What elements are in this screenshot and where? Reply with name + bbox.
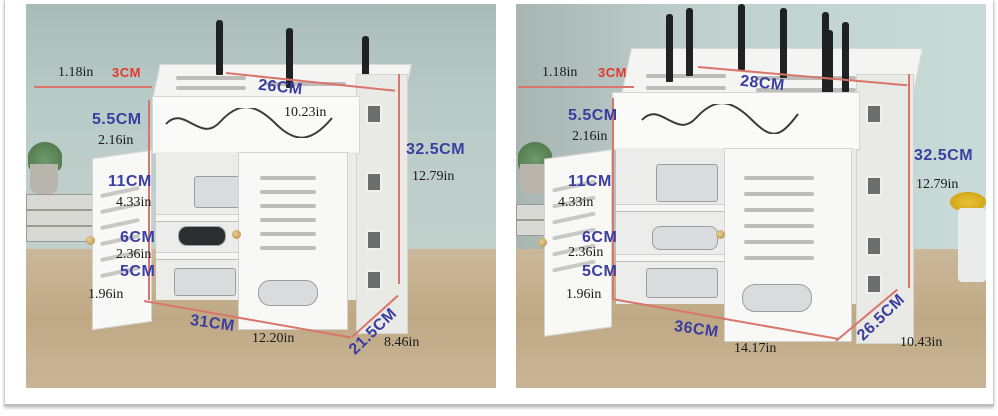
vent-hole bbox=[366, 230, 382, 250]
router-device bbox=[194, 176, 240, 208]
set-top-box bbox=[174, 268, 236, 296]
shelf1-inch-label: 4.33in bbox=[558, 195, 594, 210]
door-knob bbox=[538, 238, 547, 247]
total-height-inch-label: 12.79in bbox=[412, 169, 455, 184]
base-width-inch-label: 14.17in bbox=[734, 341, 777, 356]
dimension-line bbox=[612, 98, 614, 298]
vent-hole bbox=[866, 236, 882, 256]
antenna bbox=[666, 14, 673, 82]
stacked-books bbox=[26, 194, 96, 250]
shelf2-cm-label: 6CM bbox=[120, 229, 156, 246]
antenna bbox=[842, 22, 849, 92]
succulent-plant bbox=[28, 136, 62, 196]
door-cutout bbox=[742, 284, 812, 312]
door-knob bbox=[716, 230, 725, 239]
top-offset-cm-label: 3CM bbox=[598, 65, 627, 80]
total-height-inch-label: 12.79in bbox=[916, 177, 959, 192]
vent-hole bbox=[866, 274, 882, 294]
top-offset-inch-label: 1.18in bbox=[542, 65, 578, 80]
depth-inch-label: 10.43in bbox=[900, 335, 943, 350]
top-offset-inch-label: 1.18in bbox=[58, 65, 94, 80]
vent-hole bbox=[366, 172, 382, 192]
wave-decoration bbox=[165, 108, 333, 138]
drawer-height-inch-label: 2.16in bbox=[98, 133, 134, 148]
shelf2-cm-label: 6CM bbox=[582, 229, 618, 246]
flower-vase bbox=[948, 192, 986, 282]
door-knob bbox=[232, 230, 241, 239]
shelf1-cm-label: 11CM bbox=[568, 173, 612, 190]
power-strip bbox=[656, 164, 718, 202]
cabinet-side-panel bbox=[356, 74, 408, 334]
drawer-height-inch-label: 2.16in bbox=[572, 129, 608, 144]
dimension-line bbox=[518, 86, 634, 88]
base-width-inch-label: 12.20in bbox=[252, 331, 295, 346]
vent-hole bbox=[366, 270, 382, 290]
shelf3-inch-label: 1.96in bbox=[566, 287, 602, 302]
panel-large-cabinet: 1.18in 3CM 28CM 5.5CM 2.16in 11CM 4.33in… bbox=[516, 4, 986, 388]
total-height-cm-label: 32.5CM bbox=[914, 147, 974, 164]
shelf3-cm-label: 5CM bbox=[120, 263, 156, 280]
vent-hole bbox=[866, 176, 882, 196]
stacked-books bbox=[516, 204, 548, 260]
top-width-inch-label: 10.23in bbox=[284, 105, 327, 120]
antenna bbox=[826, 30, 833, 104]
shelf3-inch-label: 1.96in bbox=[88, 287, 124, 302]
shelf2-inch-label: 2.36in bbox=[116, 247, 152, 262]
drawer-height-cm-label: 5.5CM bbox=[568, 107, 618, 124]
router-device bbox=[178, 226, 226, 246]
vent-hole bbox=[366, 104, 382, 124]
dimension-line bbox=[148, 100, 150, 300]
panel-small-cabinet: 1.18in 3CM 26CM 10.23in 5.5CM 2.16in 11C… bbox=[26, 4, 496, 388]
succulent-plant bbox=[518, 136, 552, 196]
antenna bbox=[686, 8, 693, 76]
antenna bbox=[216, 20, 223, 75]
dimension-line bbox=[398, 74, 400, 284]
set-top-box bbox=[646, 268, 718, 298]
total-height-cm-label: 32.5CM bbox=[406, 141, 466, 158]
vent-hole bbox=[866, 104, 882, 124]
drawer-height-cm-label: 5.5CM bbox=[92, 111, 142, 128]
top-offset-cm-label: 3CM bbox=[112, 65, 141, 80]
antenna bbox=[822, 12, 829, 94]
cabinet-drawer bbox=[612, 92, 860, 150]
shelf1-cm-label: 11CM bbox=[108, 173, 152, 190]
shelf2-inch-label: 2.36in bbox=[568, 245, 604, 260]
door-knob bbox=[86, 236, 95, 245]
dimension-line bbox=[908, 74, 910, 288]
antenna bbox=[286, 28, 293, 88]
shelf3-cm-label: 5CM bbox=[582, 263, 618, 280]
shelf1-inch-label: 4.33in bbox=[116, 195, 152, 210]
depth-inch-label: 8.46in bbox=[384, 335, 420, 350]
antenna bbox=[738, 4, 745, 70]
door-cutout bbox=[258, 280, 318, 306]
antenna bbox=[780, 8, 787, 78]
wave-decoration bbox=[641, 104, 799, 134]
router-device bbox=[652, 226, 718, 250]
antenna bbox=[362, 36, 369, 91]
dimension-line bbox=[34, 86, 152, 88]
